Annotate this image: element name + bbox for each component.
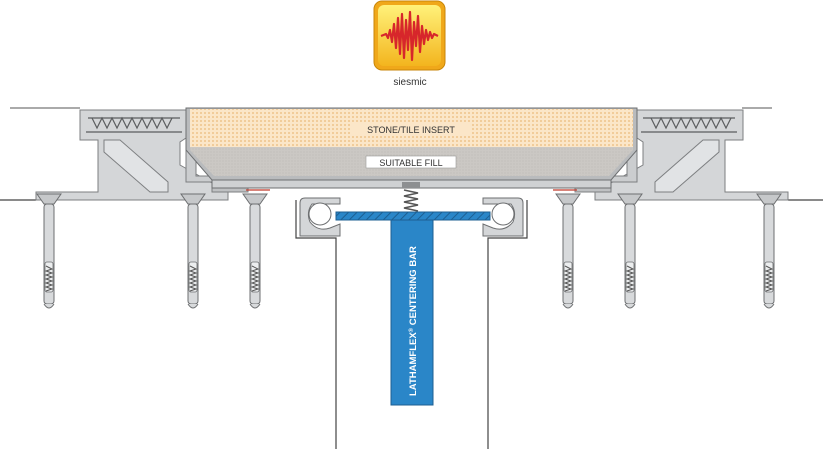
right-gasket-teeth [641, 116, 737, 133]
left-hook [299, 197, 341, 237]
bar-brand: LATHAMFLEX [408, 332, 419, 396]
fill-label-text: SUITABLE FILL [379, 158, 442, 168]
center-spring [402, 182, 420, 212]
anchor-bolt [180, 193, 206, 309]
seismic-badge: siesmic [373, 0, 446, 88]
anchor-bolt [756, 193, 782, 309]
anchor-bolt [242, 193, 268, 309]
anchor-bolt [617, 193, 643, 309]
centering-bar-plate [335, 211, 491, 221]
substrate-slab-right [487, 199, 823, 449]
insert-label: STONE/TILE INSERT [350, 123, 472, 135]
centering-bar: LATHAMFLEX® CENTERING BAR [390, 219, 434, 406]
badge-caption: siesmic [393, 77, 426, 88]
anchor-bolt [555, 193, 581, 309]
center-tray [185, 107, 638, 189]
substrate-slab-left [0, 199, 337, 449]
centering-bar-label: LATHAMFLEX® CENTERING BAR [408, 246, 419, 396]
anchor-bolts [36, 193, 782, 309]
bar-mark: ® [408, 327, 415, 332]
left-gasket-teeth [86, 116, 182, 133]
seismic-waveform-icon [380, 10, 439, 62]
anchor-bolt [36, 193, 62, 309]
fill-label: SUITABLE FILL [365, 155, 457, 169]
insert-label-text: STONE/TILE INSERT [367, 125, 455, 135]
bar-text: CENTERING BAR [408, 246, 419, 325]
right-hook [482, 197, 524, 237]
centering-bar-body [390, 219, 434, 406]
